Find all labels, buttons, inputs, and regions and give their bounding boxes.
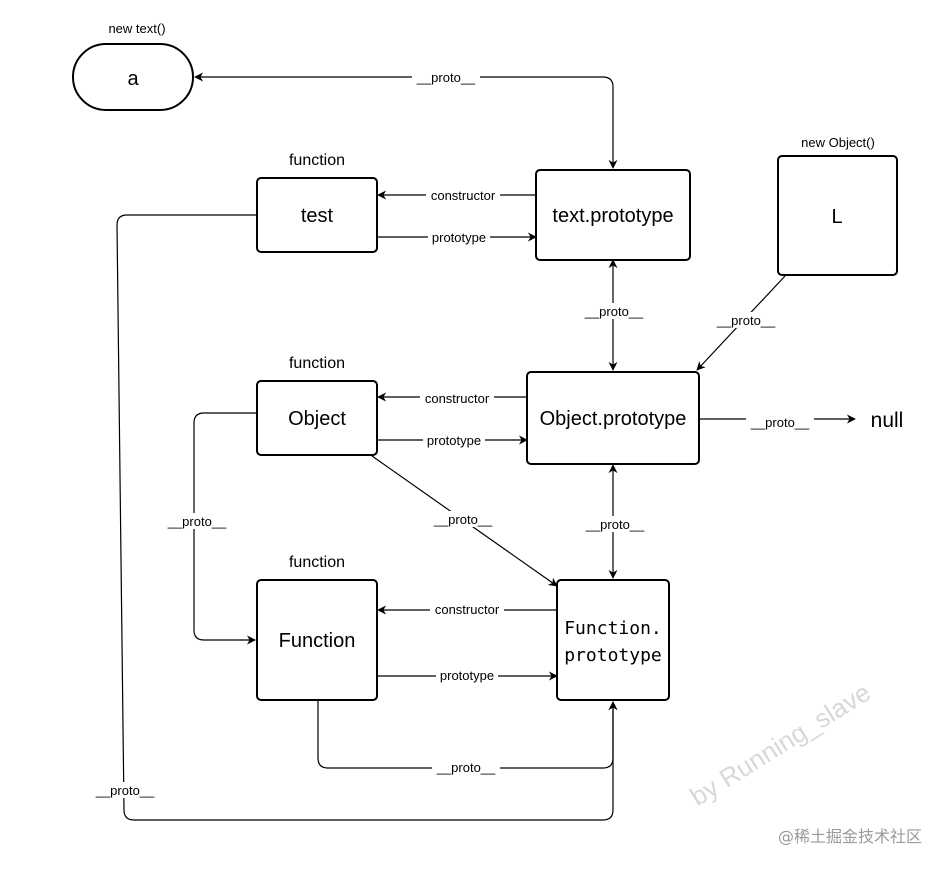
node-object: Object	[256, 380, 378, 456]
edge-function-to-function-prototype	[317, 700, 618, 769]
label-proto-test-outer: __proto__	[95, 783, 155, 798]
caption-new-text: new text()	[108, 21, 165, 36]
label-proto-object-left: __proto__	[167, 514, 227, 529]
node-l-label: L	[831, 206, 842, 228]
label-proto-function-bottom: __proto__	[436, 760, 496, 775]
node-a-label: a	[127, 68, 139, 90]
node-function-prototype: Function. prototype	[556, 579, 670, 701]
node-object-prototype: Object.prototype	[526, 371, 700, 465]
node-function-prototype-label-line1: Function.	[564, 618, 662, 639]
node-text-prototype-label: text.prototype	[552, 205, 673, 227]
label-constructor-function: constructor	[435, 602, 500, 617]
label-proto-a: __proto__	[416, 70, 476, 85]
node-a: a	[72, 43, 194, 111]
edge-test-to-function-prototype	[116, 214, 618, 821]
caption-new-object: new Object()	[801, 135, 875, 150]
label-prototype-object: prototype	[427, 433, 481, 448]
label-proto-object-diagonal: __proto__	[433, 512, 493, 527]
label-constructor-test: constructor	[431, 188, 496, 203]
footer-site-mark: @稀土掘金技术社区	[778, 827, 922, 846]
label-prototype-test: prototype	[432, 230, 486, 245]
watermark: by Running_slave	[685, 677, 876, 812]
node-function-label: Function	[279, 630, 356, 652]
node-test: test	[256, 177, 378, 253]
label-proto-null: __proto__	[750, 415, 810, 430]
node-function: Function	[256, 579, 378, 701]
node-null-label: null	[871, 409, 904, 432]
label-proto-object-prototype: __proto__	[585, 517, 645, 532]
caption-function-test: function	[289, 152, 345, 169]
node-function-prototype-label-line2: prototype	[564, 645, 662, 666]
node-test-label: test	[301, 205, 334, 227]
caption-function-object: function	[289, 355, 345, 372]
label-constructor-object: constructor	[425, 391, 490, 406]
label-proto-l: __proto__	[716, 313, 776, 328]
label-prototype-function: prototype	[440, 668, 494, 683]
node-text-prototype: text.prototype	[535, 169, 691, 261]
caption-function-function: function	[289, 554, 345, 571]
node-object-label: Object	[288, 408, 346, 430]
edge-labels: __proto__ constructor prototype __proto_…	[91, 69, 814, 798]
edge-a-to-text-prototype	[194, 72, 618, 169]
node-object-prototype-label: Object.prototype	[540, 408, 687, 430]
node-l: L	[777, 155, 898, 276]
label-proto-text-prototype: __proto__	[584, 304, 644, 319]
